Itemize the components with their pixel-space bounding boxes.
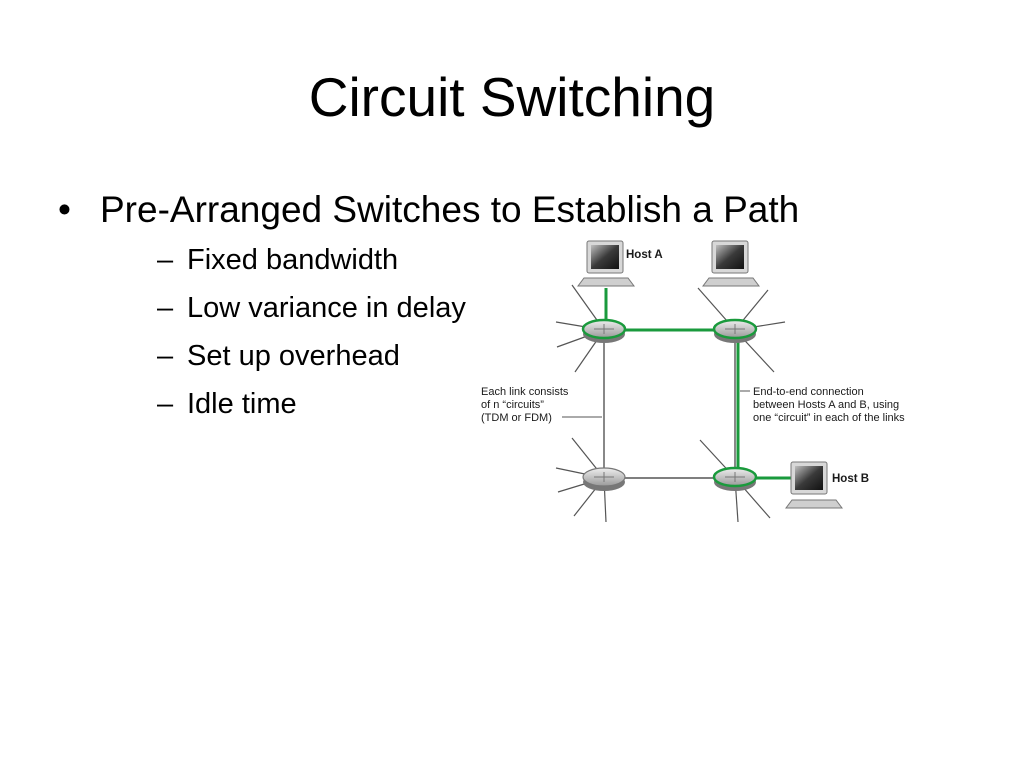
sub-bullet-marker: – xyxy=(157,292,174,324)
host-a-computer-icon xyxy=(577,240,635,287)
host-top-right-computer-icon xyxy=(702,240,760,287)
switch-bottom-left-icon xyxy=(582,467,626,491)
right-note-line-3: one “circuit” in each of the links xyxy=(753,412,905,424)
slide-title: Circuit Switching xyxy=(308,66,716,128)
sub-bullet-text: Idle time xyxy=(187,388,297,420)
sub-bullet-marker: – xyxy=(157,388,174,420)
end-to-end-circuit xyxy=(604,288,795,480)
sub-bullet-item: –Set up overhead xyxy=(100,332,799,380)
left-note-line-3: (TDM or FDM) xyxy=(481,412,552,424)
sub-bullet-list: –Fixed bandwidth –Low variance in delay … xyxy=(100,236,799,428)
switch-bottom-right-icon xyxy=(712,466,758,491)
switch-top-right-icon xyxy=(712,318,758,343)
sub-bullet-text: Low variance in delay xyxy=(187,292,466,324)
bullet-marker: • xyxy=(58,189,71,230)
switch-top-left-icon xyxy=(581,318,627,343)
bullet-item: • Pre-Arranged Switches to Establish a P… xyxy=(58,188,799,428)
right-note-line-2: between Hosts A and B, using xyxy=(753,399,899,411)
host-a-label: Host A xyxy=(626,249,663,261)
bullet-list: • Pre-Arranged Switches to Establish a P… xyxy=(58,188,799,428)
sub-bullet-text: Fixed bandwidth xyxy=(187,244,399,276)
sub-bullet-item: –Low variance in delay xyxy=(100,284,799,332)
sub-bullet-text: Set up overhead xyxy=(187,340,400,372)
sub-bullet-item: –Idle time xyxy=(100,380,799,428)
bullet-text: Pre-Arranged Switches to Establish a Pat… xyxy=(100,189,800,230)
host-b-computer-icon xyxy=(785,461,843,509)
sub-bullet-item: –Fixed bandwidth xyxy=(100,236,799,284)
left-note-line-2: of n “circuits” xyxy=(481,399,544,411)
left-note-line-1: Each link consists xyxy=(481,386,569,398)
host-b-label: Host B xyxy=(832,473,869,485)
sub-bullet-marker: – xyxy=(157,244,174,276)
sub-bullet-marker: – xyxy=(157,340,174,372)
right-note-line-1: End-to-end connection xyxy=(753,386,864,398)
